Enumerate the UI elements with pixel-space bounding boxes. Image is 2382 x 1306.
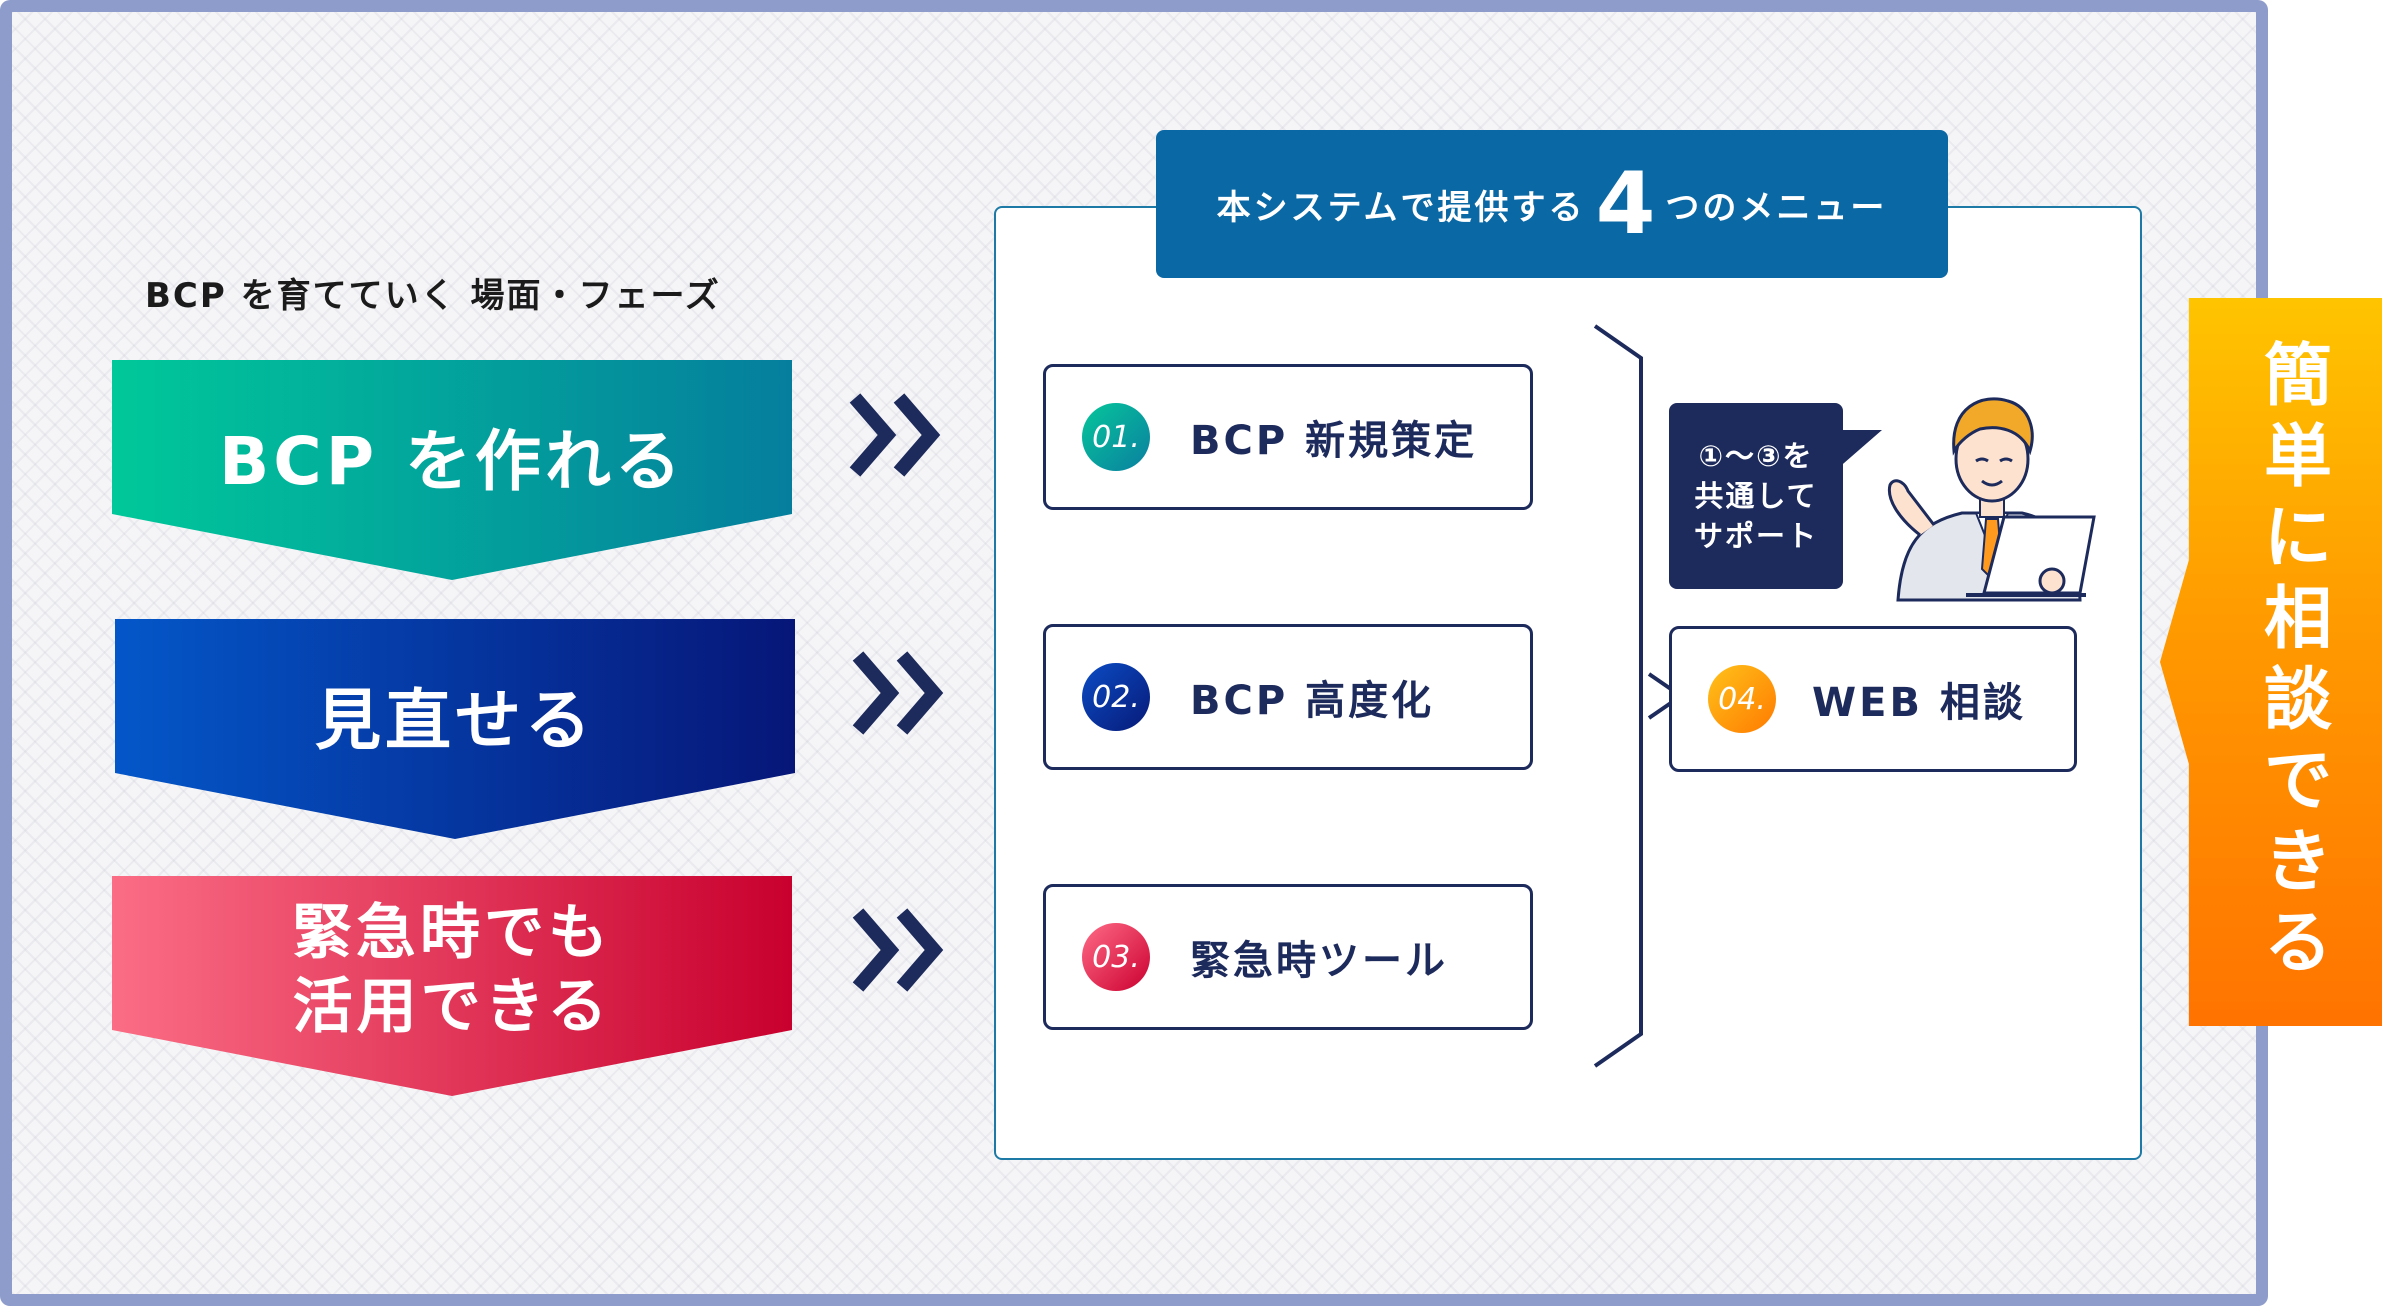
easy-consult-banner: 簡単に相談できる [2160,298,2382,1026]
phase-emergency-label: 緊急時でも 活用できる [292,898,612,1042]
phase-review-label: 見直せる [315,682,595,759]
menu-item-label: BCP 新規策定 [1190,418,1478,464]
menu-number-badge: 03. [1082,923,1150,991]
businessman-illustration-icon [1887,397,2096,602]
menu-item-label: WEB 相談 [1812,680,2026,726]
menu-item-emergency-tool[interactable]: 03. 緊急時ツール [1043,884,1533,1030]
double-chevron-icon [852,908,944,992]
menu-item-bcp-new[interactable]: 01. BCP 新規策定 [1043,364,1533,510]
panel-banner-suffix: つのメニュー [1665,187,1888,228]
panel-banner-prefix: 本システムで提供する [1216,187,1586,228]
menu-number-badge: 02. [1082,663,1150,731]
menu-item-bcp-advance[interactable]: 02. BCP 高度化 [1043,624,1533,770]
easy-consult-text: 簡単に相談できる [2263,337,2332,983]
panel-banner: 本システムで提供する 4 つのメニュー [1156,130,1948,278]
menu-number-badge: 04. [1708,665,1776,733]
support-bubble: ①〜③を 共通して サポート [1669,403,1843,589]
menu-item-web-consult[interactable]: 04. WEB 相談 [1669,626,2077,772]
phase-heading: BCP を育てていく 場面・フェーズ [145,276,721,316]
double-chevron-icon [852,651,944,735]
panel-banner-number: 4 [1595,154,1656,254]
menu-item-label: BCP 高度化 [1190,678,1435,724]
menu-number-badge: 01. [1082,403,1150,471]
double-chevron-icon [849,393,941,477]
menu-item-label: 緊急時ツール [1190,938,1448,984]
bubble-tail [1836,430,1882,470]
phase-create-label: BCP を作れる [218,423,686,500]
